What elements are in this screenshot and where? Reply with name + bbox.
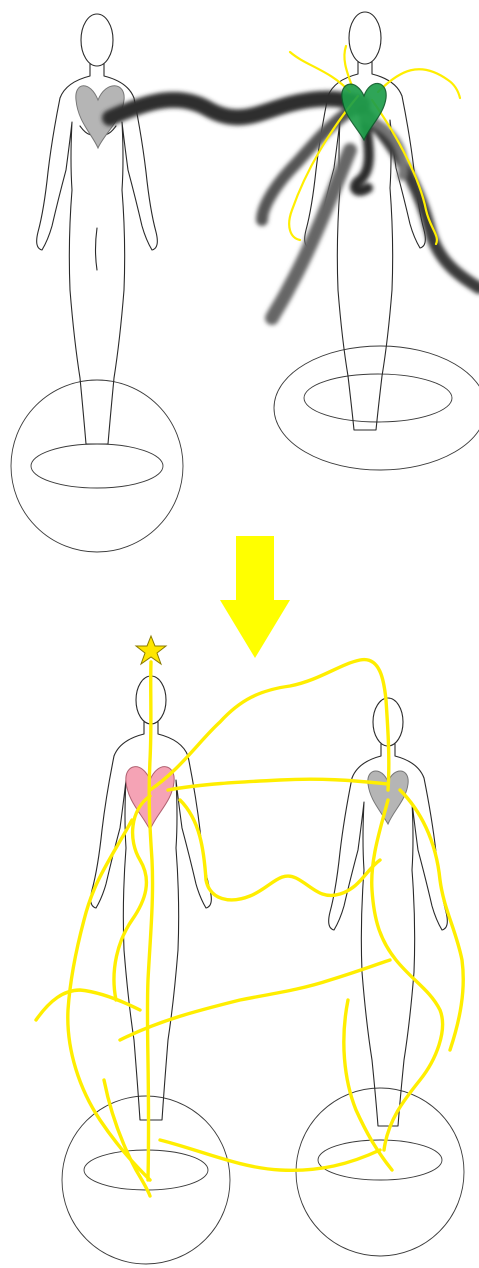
- star-icon: [136, 636, 166, 664]
- pedestal-after-right: [296, 1088, 464, 1256]
- scene-after: [36, 636, 464, 1264]
- pedestal-before-right: [274, 346, 479, 470]
- dark-cord: [110, 99, 479, 318]
- figure-before-left: [37, 14, 158, 444]
- arrow-down-icon: [220, 536, 290, 658]
- pedestal-before-left: [11, 380, 183, 552]
- pedestal-after-left: [62, 1096, 230, 1264]
- scene-before: [11, 12, 479, 552]
